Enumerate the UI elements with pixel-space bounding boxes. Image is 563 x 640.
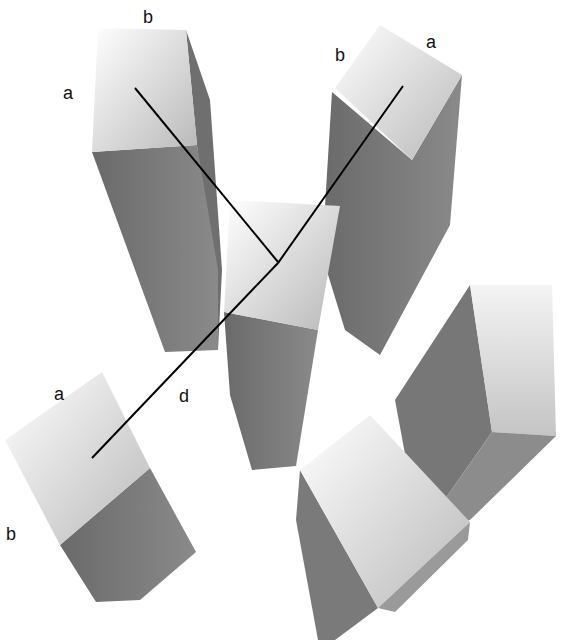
- axis-label: b: [335, 46, 345, 64]
- axis-label: a: [54, 385, 64, 403]
- prism: [92, 28, 222, 352]
- prism: [322, 25, 462, 355]
- prism: [296, 415, 470, 640]
- axis-label: b: [6, 525, 16, 543]
- axis-line: [135, 88, 278, 262]
- prism: [5, 372, 196, 602]
- axis-label: a: [63, 84, 73, 102]
- axis-label: a: [426, 33, 436, 51]
- axis-label: d: [179, 387, 189, 405]
- axis-label: b: [143, 8, 153, 26]
- prism: [224, 200, 340, 470]
- axis-line: [92, 86, 403, 458]
